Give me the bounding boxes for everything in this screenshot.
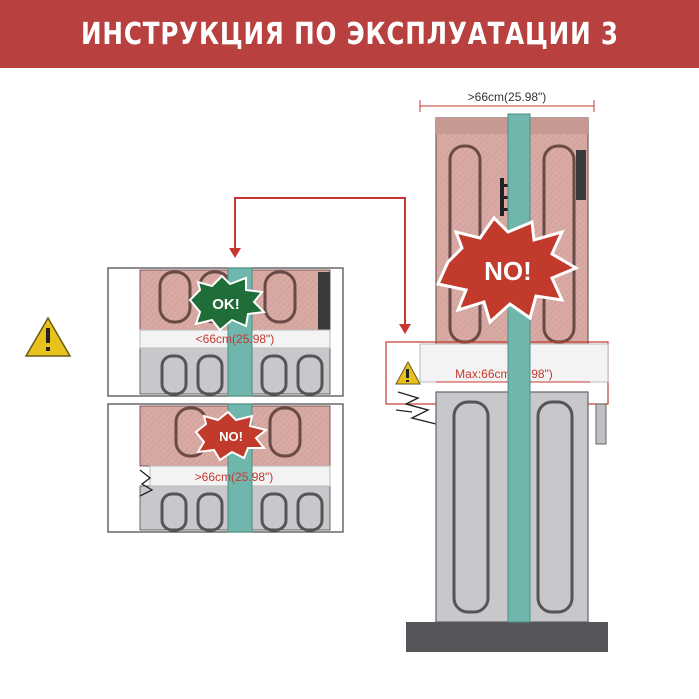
wrong-measure-label: >66cm(25.98") <box>195 470 274 484</box>
ok-badge-label: OK! <box>212 296 240 313</box>
page-title: ИНСТРУКЦИЯ ПО ЭКСПЛУАТАЦИИ 3 <box>80 16 619 52</box>
instruction-diagram: OK! <66cm(25.98") NO! >66cm(25.98") >66c… <box>24 90 609 652</box>
no-badge-left <box>194 410 269 462</box>
no-badge-left-label: NO! <box>219 429 243 444</box>
panel-wrong-left: NO! >66cm(25.98") <box>107 403 344 533</box>
ok-badge <box>188 274 267 332</box>
no-badge-right <box>435 215 580 325</box>
top-width-measure: >66cm(25.98") <box>468 90 547 104</box>
title-banner: ИНСТРУКЦИЯ ПО ЭКСПЛУАТАЦИИ 3 <box>0 0 699 68</box>
connector-arrow <box>229 197 411 334</box>
correct-measure-label: <66cm(25.98") <box>196 332 275 346</box>
warning-triangle-icon <box>24 316 72 357</box>
no-badge-right-label: NO! <box>484 256 532 286</box>
panel-wrong-right: >66cm(25.98") Max:66cm(25.98") <box>385 90 609 652</box>
panel-correct: OK! <66cm(25.98") <box>107 267 344 397</box>
max-measure-label: Max:66cm(25.98") <box>455 367 553 381</box>
